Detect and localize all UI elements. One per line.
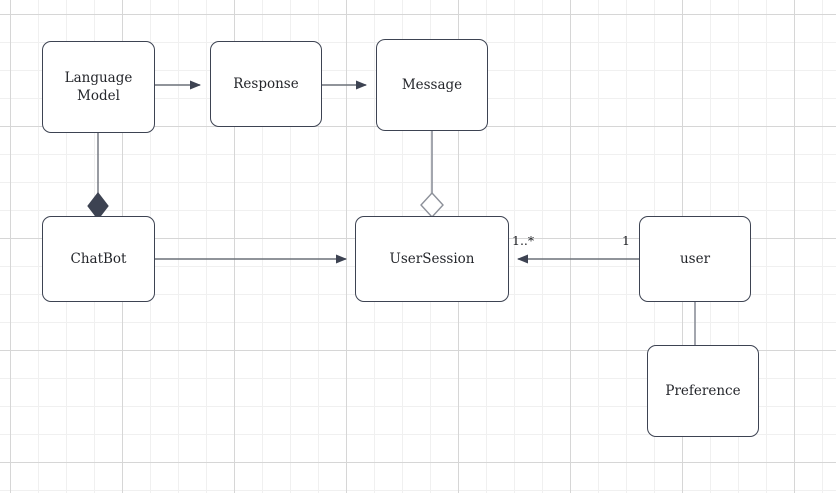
node-response[interactable]: Response (210, 41, 322, 127)
node-label-line2: Model (77, 88, 120, 104)
node-message[interactable]: Message (376, 39, 488, 131)
node-language-model[interactable]: Language Model (42, 41, 155, 133)
node-chatbot-label: ChatBot (70, 250, 127, 267)
edge-chatbot-to-language-model (87, 133, 109, 220)
edge-usersession-to-message (420, 131, 444, 219)
node-label-line1: Language (64, 69, 133, 86)
node-response-label: Response (233, 75, 299, 92)
edge-label-multiplicity-many: 1..* (512, 233, 535, 248)
node-preference[interactable]: Preference (647, 345, 759, 437)
node-user[interactable]: user (639, 216, 751, 302)
node-preference-label: Preference (665, 382, 741, 399)
node-message-label: Message (401, 76, 463, 93)
edge-label-multiplicity-one: 1 (622, 233, 630, 248)
node-user-label: user (679, 250, 711, 267)
node-usersession[interactable]: UserSession (355, 216, 509, 302)
node-usersession-label: UserSession (389, 250, 475, 267)
node-language-model-label: Language Model (65, 69, 133, 105)
node-chatbot[interactable]: ChatBot (42, 216, 155, 302)
